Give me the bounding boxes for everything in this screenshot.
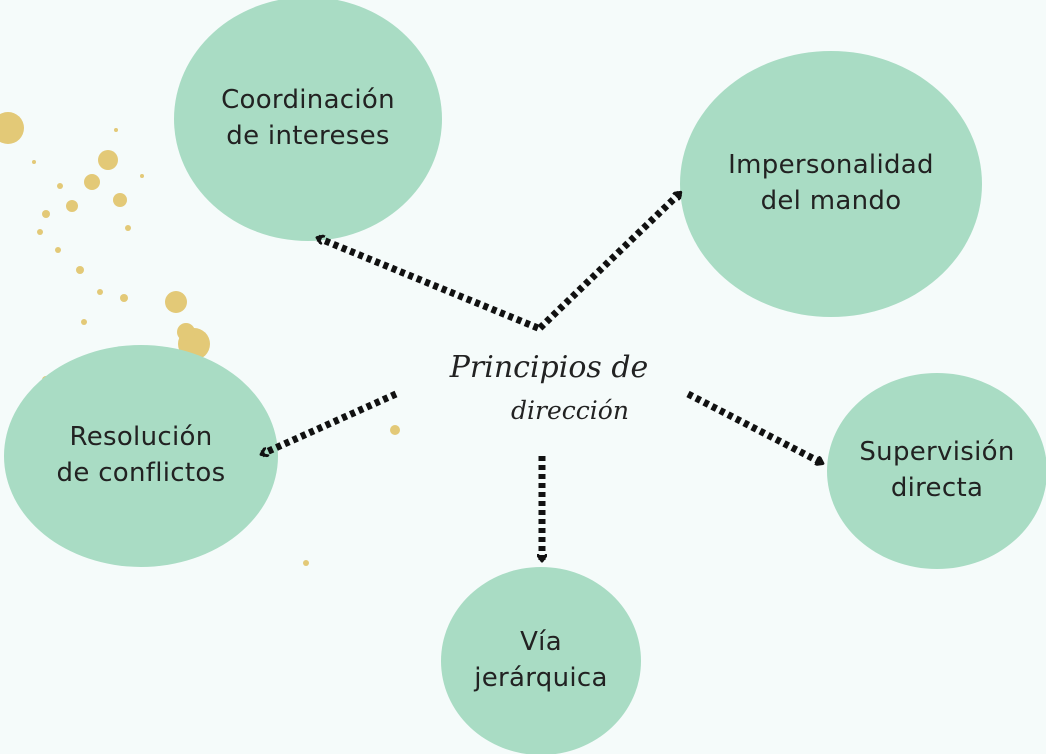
node-supervision-line2: directa xyxy=(890,473,984,503)
node-circle-coordinacion xyxy=(174,0,442,241)
arrow-to-coordinacion xyxy=(318,238,540,332)
node-circle-supervision xyxy=(827,373,1046,569)
arrow-to-impersonalidad xyxy=(537,190,683,331)
node-supervision-line1: Supervisión xyxy=(859,437,1015,468)
center-title-line2: dirección xyxy=(511,395,629,425)
node-circles xyxy=(4,0,1046,754)
node-via-line1: Vía xyxy=(520,627,562,658)
node-resolucion: Resolución de conflictos xyxy=(4,345,278,567)
connector-arrows xyxy=(262,190,822,560)
node-circle-via xyxy=(441,567,641,754)
node-impersonalidad: Impersonalidad del mando xyxy=(680,51,982,317)
gold-splatter xyxy=(0,112,400,566)
node-circle-impersonalidad xyxy=(680,51,982,317)
node-via: Vía jerárquica xyxy=(441,567,641,754)
node-resolucion-line1: Resolución xyxy=(69,422,213,453)
node-coordinacion-line2: de intereses xyxy=(226,121,390,151)
node-resolucion-line2: de conflictos xyxy=(56,458,226,488)
node-supervision: Supervisión directa xyxy=(827,373,1046,569)
center-title-line1: Principios de xyxy=(449,350,649,386)
arrow-to-supervision xyxy=(686,390,822,463)
node-coordinacion-line1: Coordinación xyxy=(221,85,395,116)
node-impersonalidad-line2: del mando xyxy=(760,186,902,216)
node-coordinacion: Coordinación de intereses xyxy=(174,0,442,241)
arrow-to-resolucion xyxy=(262,390,398,454)
center-title: Principios de dirección xyxy=(420,328,660,448)
node-impersonalidad-line1: Impersonalidad xyxy=(728,150,934,181)
node-via-line2: jerárquica xyxy=(474,663,608,693)
node-circle-resolucion xyxy=(4,345,278,567)
